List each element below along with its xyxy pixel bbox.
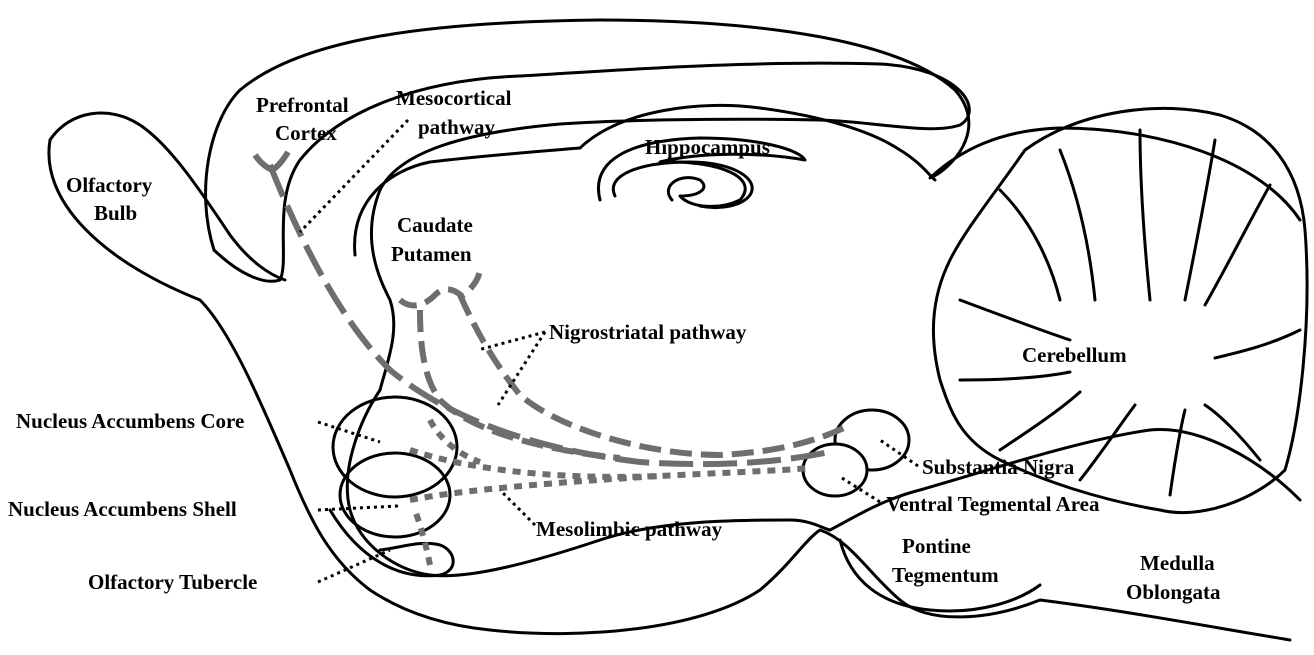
olfactory-tubercle-outline xyxy=(330,510,453,576)
pontine-tegmentum-label-line1: Pontine xyxy=(902,534,971,558)
caudate-putamen-label-line2: Putamen xyxy=(391,242,472,266)
leader-lines xyxy=(300,120,918,582)
cerebellum-folia xyxy=(960,130,1300,495)
mesocortical-pathway-line xyxy=(270,165,830,464)
mesolimbic-label: Mesolimbic pathway xyxy=(536,517,723,541)
vta-outline xyxy=(803,444,867,496)
substantia-nigra-label: Substantia Nigra xyxy=(922,455,1075,479)
nigrostriatal-branch-2 xyxy=(400,270,480,305)
vta-label: Ventral Tegmental Area xyxy=(886,492,1100,516)
medulla-oblongata-label-line1: Medulla xyxy=(1140,551,1215,575)
nacc-core-label: Nucleus Accumbens Core xyxy=(16,409,244,433)
cerebellum-label: Cerebellum xyxy=(1022,343,1127,367)
hippocampus-label: Hippocampus xyxy=(645,135,770,159)
labels: Prefrontal Cortex Mesocortical pathway H… xyxy=(8,86,1221,604)
olfactory-bulb-label-line1: Olfactory xyxy=(66,173,153,197)
nigrostriatal-label: Nigrostriatal pathway xyxy=(549,320,747,344)
prefrontal-cortex-label-line2: Cortex xyxy=(275,121,337,145)
nacc-core-leader xyxy=(318,422,380,442)
hippocampus-loop xyxy=(613,162,752,208)
nacc-shell-label: Nucleus Accumbens Shell xyxy=(8,497,237,521)
pontine-tegmentum-label-line2: Tegmentum xyxy=(892,563,999,587)
mesocortical-label-line2: pathway xyxy=(418,115,496,139)
mesocortical-label-line1: Mesocortical xyxy=(396,86,512,110)
mesolimbic-branch-2 xyxy=(415,510,430,565)
basal-forebrain-nuclei xyxy=(330,397,457,576)
cerebellum-shape xyxy=(933,108,1307,512)
mesolimbic-leader xyxy=(500,490,535,525)
nigrostriatal-leader xyxy=(478,332,545,405)
nacc-core-outline xyxy=(333,397,457,497)
caudate-putamen-label-line1: Caudate xyxy=(397,213,473,237)
nacc-shell-outline xyxy=(340,453,450,537)
prefrontal-terminal-fork xyxy=(255,152,288,170)
olfactory-tubercle-label: Olfactory Tubercle xyxy=(88,570,257,594)
medulla-oblongata-label-line2: Oblongata xyxy=(1126,580,1221,604)
ventral-forebrain-outline xyxy=(347,390,830,576)
prefrontal-cortex-label-line1: Prefrontal xyxy=(256,93,349,117)
olfactory-bulb-label-line2: Bulb xyxy=(94,201,137,225)
olfactory-bulb-outline xyxy=(49,140,1290,640)
pathways xyxy=(255,152,850,565)
